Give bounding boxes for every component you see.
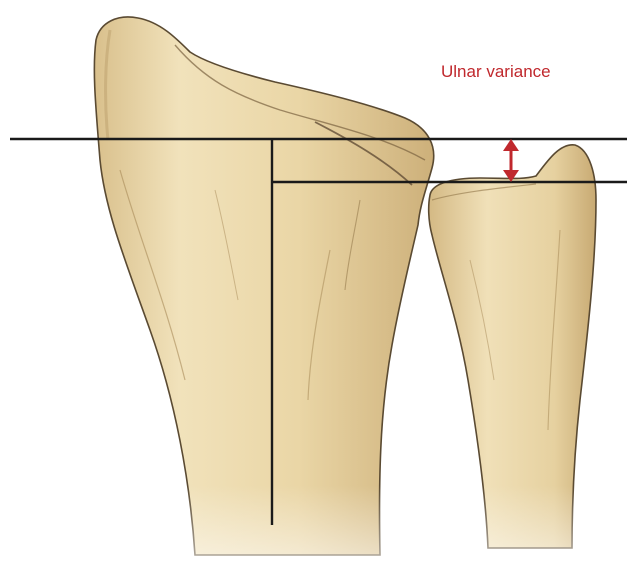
ulnar-variance-label: Ulnar variance: [441, 62, 551, 81]
